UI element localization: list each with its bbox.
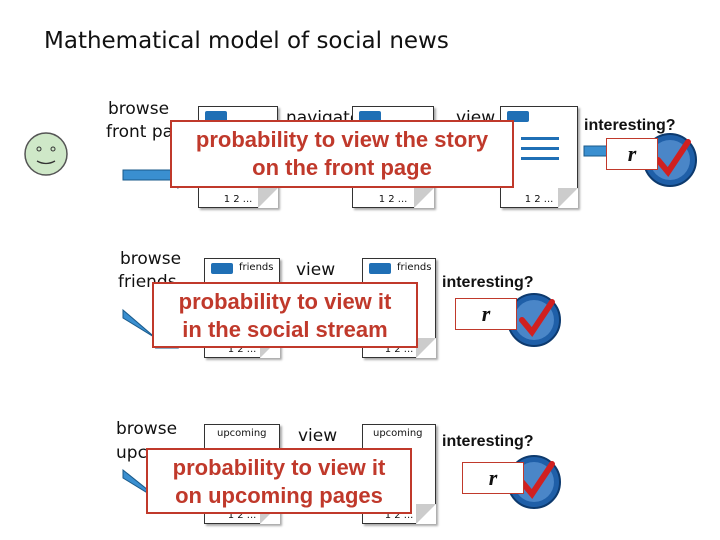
r-box: r xyxy=(462,462,524,494)
user-smiley-icon xyxy=(24,132,68,176)
callout-line-2: in the social stream xyxy=(182,317,388,342)
page-numbers: 1 2 ... xyxy=(227,510,257,521)
checkmark-badge-icon xyxy=(507,455,561,509)
page-numbers: 1 2 ... xyxy=(378,194,408,205)
digg-logo-icon xyxy=(205,111,227,122)
r-box: r xyxy=(455,298,517,330)
page-numbers: 1 2 ... xyxy=(223,194,253,205)
callout-line-2: on upcoming pages xyxy=(175,483,383,508)
digg-logo-icon xyxy=(359,111,381,122)
callout-front-page: probability to view the story on the fro… xyxy=(170,120,514,188)
digg-logo-icon xyxy=(211,263,233,274)
digg-logo-icon xyxy=(507,111,529,122)
checkmark-badge-icon xyxy=(507,293,561,347)
callout-social-stream: probability to view it in the social str… xyxy=(152,282,418,348)
slide-title: Mathematical model of social news xyxy=(44,28,449,54)
browse-upcoming-label: browse xyxy=(116,419,178,439)
page-numbers: 1 2 ... xyxy=(524,194,554,205)
page-numbers: 1 2 ... xyxy=(227,344,257,355)
page-numbers: 1 2 ... xyxy=(384,510,414,521)
callout-line-2: on the front page xyxy=(252,155,432,180)
callout-line-1: probability to view it xyxy=(172,455,386,480)
digg-logo-icon xyxy=(369,263,391,274)
view-label: view xyxy=(296,260,336,280)
callout-upcoming: probability to view it on upcoming pages xyxy=(146,448,412,514)
page-tag: upcoming xyxy=(373,428,423,439)
interesting-label: interesting? xyxy=(584,117,676,134)
view-label: view xyxy=(298,426,338,446)
interesting-label: interesting? xyxy=(442,433,534,450)
browse-friends-label: browse xyxy=(120,249,182,269)
callout-line-1: probability to view the story xyxy=(195,127,489,152)
page-numbers: 1 2 ... xyxy=(384,344,414,355)
interesting-label: interesting? xyxy=(442,274,534,291)
page-tag: upcoming xyxy=(217,428,267,439)
page-tag: friends xyxy=(239,262,274,273)
callout-line-1: probability to view it xyxy=(178,289,392,314)
browse-front-label: browse xyxy=(108,99,170,119)
r-box: r xyxy=(606,138,658,170)
browse-front-label-2: front pa xyxy=(106,122,174,142)
page-tag: friends xyxy=(397,262,432,273)
